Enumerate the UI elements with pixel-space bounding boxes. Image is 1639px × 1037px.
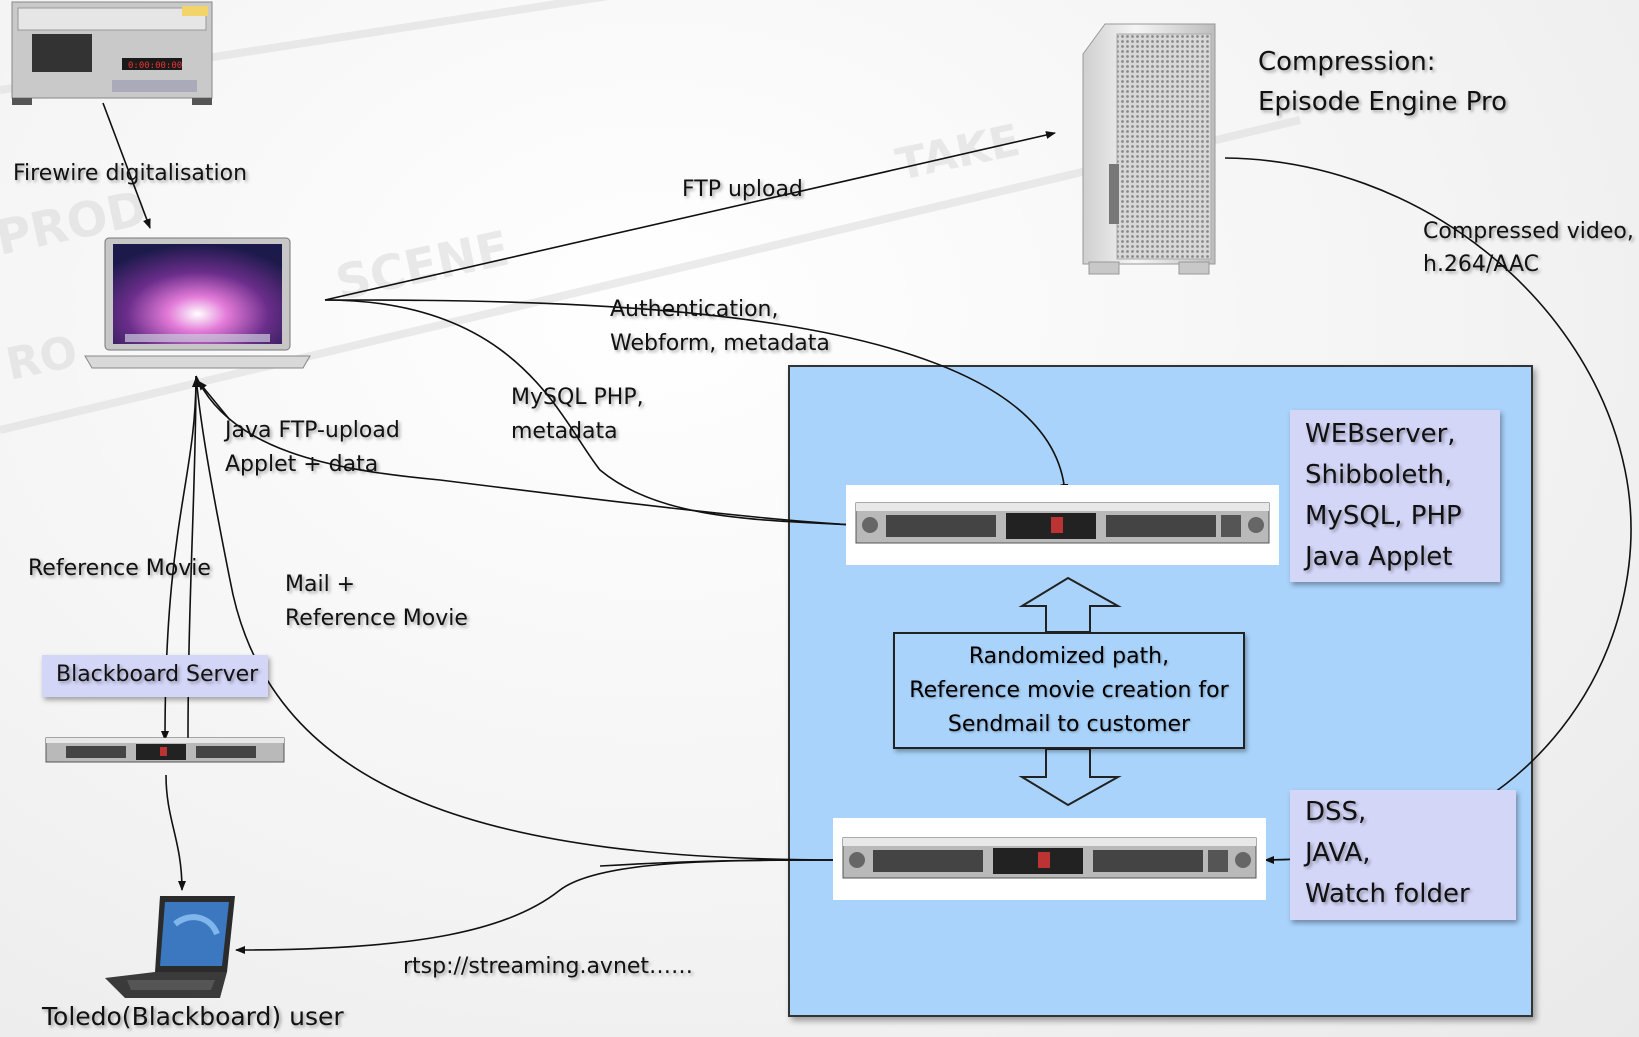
ftp-upload-arrow (324, 131, 1056, 301)
process-line: Sendmail to customer (947, 712, 1191, 737)
process-box: Randomized path, Reference movie creatio… (893, 632, 1245, 749)
web-server-role: WEBserver, (1305, 419, 1456, 449)
reference-movie-label: Reference Movie (28, 556, 211, 581)
web-server-role: Java Applet (1305, 542, 1453, 572)
rtsp-label: rtsp://streaming.avnet…… (403, 954, 694, 979)
process-line: Reference movie creation for (909, 678, 1229, 703)
ftp-upload-label: FTP upload (682, 177, 803, 202)
mail-arrow (195, 375, 841, 861)
java-label-line1: Java FTP-upload (225, 418, 400, 443)
blackboard-to-user-arrow (165, 774, 186, 891)
streaming-server-role: JAVA, (1305, 838, 1371, 868)
blackboard-server-icon (45, 732, 285, 774)
streaming-server-role: Watch folder (1305, 879, 1470, 909)
streaming-server-roles-box: DSS, JAVA, Watch folder (1290, 790, 1516, 920)
blackboard-server-label-box: Blackboard Server (42, 655, 268, 697)
mysql-arrow (324, 299, 856, 529)
java-applet-arrow (195, 375, 856, 526)
streaming-arrow (235, 859, 843, 954)
mail-label-line1: Mail + (285, 572, 356, 597)
double-arrow-down (1018, 748, 1122, 807)
web-server-role: MySQL, PHP (1305, 501, 1462, 531)
macbook-laptop-icon (84, 237, 311, 370)
toledo-user-label: Toledo(Blackboard) user (42, 1002, 344, 1031)
process-line: Randomized path, (968, 644, 1170, 669)
compressed-video-label-line1: Compressed video, (1423, 219, 1634, 244)
auth-label-line1: Authentication, (610, 297, 779, 322)
deck-to-laptop-arrow (102, 102, 151, 229)
java-label-line2: Applet + data (225, 452, 379, 477)
mail-label-line2: Reference Movie (285, 606, 468, 631)
mac-pro-tower-icon (1075, 14, 1225, 276)
compression-label-line2: Episode Engine Pro (1258, 87, 1507, 117)
firewire-label: Firewire digitalisation (13, 161, 248, 186)
mysql-label-line1: MySQL PHP, (511, 385, 644, 410)
dvcam-deck-icon: 0:00:00:00 (11, 1, 213, 107)
blackboard-server-label: Blackboard Server (56, 662, 259, 687)
web-server-roles-box: WEBserver, Shibboleth, MySQL, PHP Java A… (1290, 410, 1500, 582)
svg-text:0:00:00:00: 0:00:00:00 (128, 61, 182, 71)
streaming-server-role: DSS, (1305, 797, 1367, 827)
double-arrow-up (1018, 576, 1122, 633)
pc-laptop-icon (105, 894, 240, 1002)
mysql-label-line2: metadata (511, 419, 618, 444)
compressed-video-label-line2: h.264/AAC (1423, 252, 1540, 277)
java-applet-return-arrow (197, 380, 231, 421)
web-server-icon (846, 485, 1279, 565)
streaming-server-icon (833, 818, 1266, 900)
compression-label-line1: Compression: (1258, 47, 1436, 77)
streaming-to-server-arrow (599, 856, 843, 867)
auth-label-line2: Webform, metadata (610, 331, 830, 356)
web-server-role: Shibboleth, (1305, 460, 1453, 490)
auth-arrow (324, 299, 1069, 494)
